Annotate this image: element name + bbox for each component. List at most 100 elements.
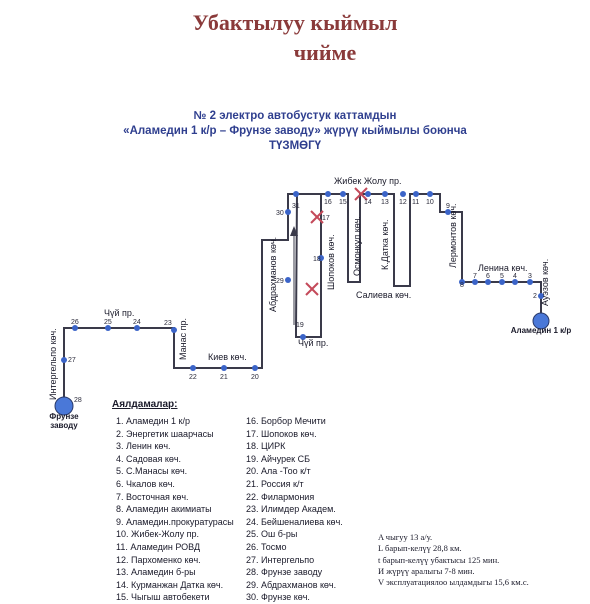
street-lermontov: Лермонтов көч. <box>448 203 458 268</box>
stop-23 <box>171 327 177 333</box>
legend-item: 11. Аламедин РОВД <box>116 541 201 552</box>
legend-item: 7. Восточная көч. <box>116 491 189 502</box>
subtitle-line1: № 2 электро автобустук каттамдын <box>193 110 397 122</box>
legend-item: 14. Курманжан Датка көч. <box>116 579 224 590</box>
stop-number-19: 19 <box>296 322 304 329</box>
stop-number-8: 8 <box>460 282 464 289</box>
stop-number-13: 13 <box>381 199 389 206</box>
stop-number-22: 22 <box>189 374 197 381</box>
legend-item: 15. Чыгыш автобекети <box>116 592 210 603</box>
stop-number-9: 9 <box>446 203 450 210</box>
stop-number-14: 14 <box>364 199 372 206</box>
stops-legend: Аялдамалар: 1. Аламедин 1 к/р 2. Энергет… <box>112 399 343 602</box>
stop-number-24: 24 <box>133 319 141 326</box>
stop-number-10: 10 <box>426 199 434 206</box>
legend-item: 18. ЦИРК <box>246 441 286 452</box>
legend-item: 22. Филармония <box>246 491 315 502</box>
legend-item: 16. Борбор Мечити <box>246 416 326 426</box>
stop-6 <box>485 279 491 285</box>
terminal-alamedin <box>532 312 550 330</box>
stop-3 <box>527 279 533 285</box>
stop-number-6: 6 <box>486 273 490 280</box>
stop-4 <box>512 279 518 285</box>
info-line: V эксплуатациялоо ылдамдыгы 15,6 км.с. <box>378 577 529 588</box>
stop-20 <box>252 365 258 371</box>
street-auezov: Ауэзов көч. <box>540 259 550 306</box>
legend-item: 30. Фрунзе көч. <box>246 592 310 603</box>
info-line: L барып-келүү 28,8 км. <box>378 543 462 554</box>
legend-item: 1. Аламедин 1 к/р <box>116 416 190 426</box>
stop-number-3: 3 <box>528 273 532 280</box>
street-datka: К.Датка көч. <box>380 219 390 270</box>
subtitle-line3: ТҮЗМӨГҮ <box>268 140 322 152</box>
stop-2 <box>538 293 544 299</box>
stop-number-27: 27 <box>68 357 76 364</box>
stop-number-28: 28 <box>74 397 82 404</box>
stop-14 <box>365 191 371 197</box>
stop-12 <box>400 191 406 197</box>
info-line: t барып-келүү убактысы 125 мин. <box>378 554 500 565</box>
legend-item: 29. Абдрахманов көч. <box>246 579 337 590</box>
cancelled-marks <box>305 187 368 296</box>
stop-7 <box>472 279 478 285</box>
terminal-label-frunze: Фрунзе заводу <box>49 412 79 430</box>
legend-item: 6. Чкалов көч. <box>116 478 175 489</box>
stop-number-15: 15 <box>339 199 347 206</box>
stop-22 <box>190 365 196 371</box>
street-chuy-right: Чүй пр. <box>298 338 328 348</box>
stop-number-17: 17 <box>322 215 330 222</box>
subtitle-line2: «Аламедин 1 к/р – Фрунзе заводу» жүрүү к… <box>123 125 467 137</box>
stop-25 <box>105 325 111 331</box>
legend-item: 24. Бейшеналиева көч. <box>246 516 343 527</box>
stop-9 <box>445 209 451 215</box>
stop-11 <box>413 191 419 197</box>
legend-item: 4. Садовая көч. <box>116 453 182 464</box>
stop-number-31: 31 <box>292 203 300 210</box>
stop-31 <box>293 191 299 197</box>
route-line <box>63 193 542 404</box>
legend-item: 13. Аламедин б-ры <box>116 567 196 578</box>
stop-number-29: 29 <box>276 278 284 285</box>
legend-item: 20. Ала -Тоо к/т <box>246 466 311 477</box>
stop-number-25: 25 <box>104 319 112 326</box>
legend-item: 17. Шопоков көч. <box>246 428 317 439</box>
page-title-line2: чийме <box>293 40 357 65</box>
street-lenina: Ленина көч. <box>478 263 528 273</box>
legend-item: 10. Жибек-Жолу пр. <box>116 529 199 540</box>
stop-number-16: 16 <box>324 199 332 206</box>
stop-24 <box>134 325 140 331</box>
stop-29 <box>285 277 291 283</box>
stop-18 <box>318 255 324 261</box>
street-osmonkul: Осмонкул көч. <box>352 216 362 276</box>
stop-number-5: 5 <box>500 273 504 280</box>
street-salieva: Салиева көч. <box>356 290 411 300</box>
terminal-label-alamedin: Аламедин 1 к/р <box>510 326 572 335</box>
street-zhibek: Жибек Жолу пр. <box>334 176 401 186</box>
stop-number-4: 4 <box>513 273 517 280</box>
stop-number-11: 11 <box>412 199 419 206</box>
info-line: A чыгуу 13 а/у. <box>378 532 433 542</box>
legend-item: 19. Айчурек СБ <box>246 453 310 464</box>
street-manas: Манас пр. <box>178 318 188 360</box>
stop-number-21: 21 <box>220 374 228 381</box>
stop-number-26: 26 <box>71 319 79 326</box>
legend-item: 9. Аламедин.прокуратурасы <box>116 516 234 527</box>
info-line: И жүрүү аралыгы 7-8 мин. <box>378 565 475 576</box>
stop-26 <box>72 325 78 331</box>
stop-8 <box>459 279 465 285</box>
stop-number-23: 23 <box>164 320 172 327</box>
legend-item: 21. Россия к/т <box>246 478 304 489</box>
street-abdrakhmanov: Абдрахманов көч. <box>268 237 278 312</box>
legend-item: 12. Пархоменко көч. <box>116 554 201 565</box>
stop-number-18: 18 <box>313 256 321 263</box>
stop-number-2: 2 <box>533 293 537 300</box>
street-shopokov: Шопоков көч. <box>326 234 336 290</box>
stop-10 <box>427 191 433 197</box>
terminal-frunze <box>54 396 74 416</box>
legend-column-2: 16. Борбор Мечити 17. Шопоков көч. 18. Ц… <box>246 415 376 604</box>
stop-number-12: 12 <box>399 199 407 206</box>
stop-number-20: 20 <box>251 374 259 381</box>
stops <box>61 191 544 371</box>
legend-item: 27. Интергельпо <box>246 554 315 565</box>
stop-15 <box>340 191 346 197</box>
